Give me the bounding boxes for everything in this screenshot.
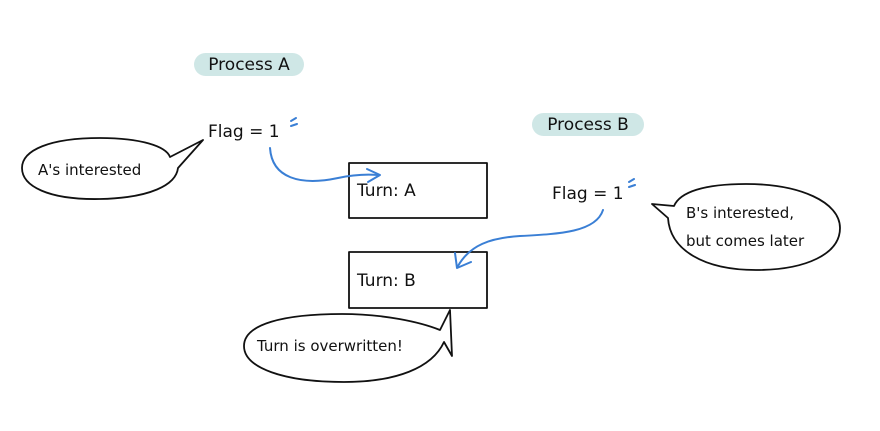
arrow-flag-b-to-turn-b bbox=[454, 209, 604, 269]
process-b-pill bbox=[532, 113, 644, 136]
turn-box-b: Turn: B bbox=[348, 251, 488, 309]
turn-box-b-text: Turn: B bbox=[356, 271, 416, 291]
turn-box-b-frame bbox=[348, 251, 488, 309]
arrow-a-line bbox=[269, 147, 379, 182]
bubble-overwritten-text: Turn is overwritten! bbox=[256, 337, 403, 355]
process-b-label: Process B bbox=[547, 115, 629, 135]
bubble-overwritten-outline bbox=[243, 309, 453, 383]
flag-b-tick-mark bbox=[628, 178, 636, 188]
bubble-a-interested: A's interested bbox=[21, 137, 204, 200]
bubble-a-outline bbox=[21, 137, 204, 200]
arrow-a-head bbox=[366, 168, 381, 183]
flag-a: Flag = 1 bbox=[208, 117, 298, 142]
bubble-b-text-line-1: B's interested, bbox=[686, 204, 794, 222]
flag-b-text: Flag = 1 bbox=[552, 184, 624, 204]
bubble-b-interested: B's interested, but comes later bbox=[651, 183, 841, 271]
process-a-node: Process A bbox=[194, 53, 304, 76]
process-a-pill bbox=[194, 53, 304, 76]
flag-a-tick-mark bbox=[290, 117, 298, 127]
turn-box-a-text: Turn: A bbox=[356, 181, 416, 201]
arrow-b-line bbox=[457, 209, 604, 267]
process-a-label: Process A bbox=[208, 55, 290, 75]
arrow-flag-a-to-turn-a bbox=[269, 147, 381, 183]
bubble-a-text: A's interested bbox=[38, 161, 141, 179]
arrow-b-head bbox=[454, 252, 472, 269]
bubble-b-text-line-2: but comes later bbox=[686, 232, 805, 250]
process-b-node: Process B bbox=[532, 113, 644, 136]
bubble-b-outline bbox=[651, 183, 841, 271]
flag-b: Flag = 1 bbox=[552, 178, 636, 204]
flag-a-text: Flag = 1 bbox=[208, 122, 280, 142]
turn-box-a: Turn: A bbox=[348, 162, 488, 219]
bubble-overwritten: Turn is overwritten! bbox=[243, 309, 453, 383]
turn-box-a-frame bbox=[348, 162, 488, 219]
